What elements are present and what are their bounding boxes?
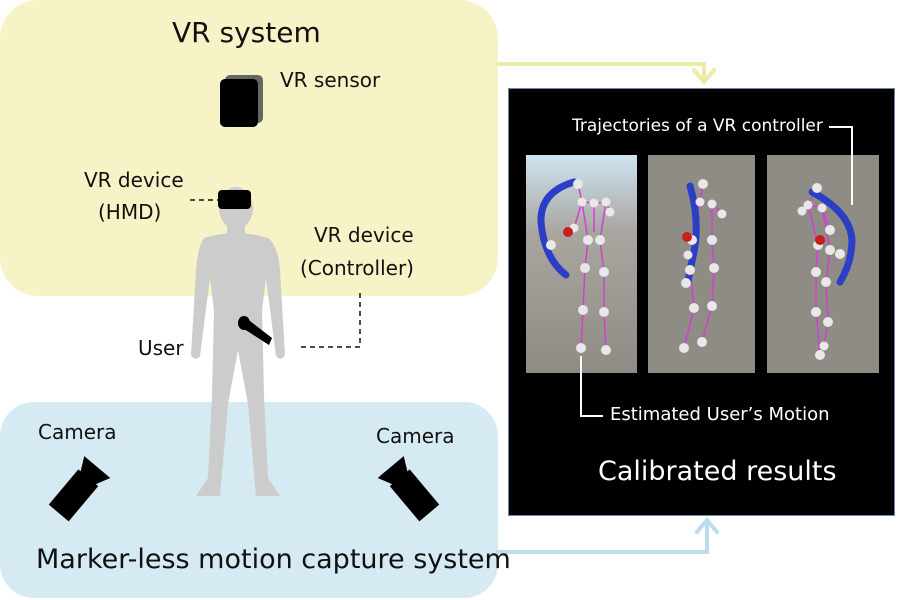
result-frame-1 xyxy=(526,155,637,373)
controller-label-line2: (Controller) xyxy=(300,256,414,280)
controller-device xyxy=(238,316,272,345)
hmd-label-line1: VR device xyxy=(84,168,184,192)
motion-label: Estimated User’s Motion xyxy=(610,404,830,425)
results-leaders xyxy=(580,126,853,417)
result-frame-2 xyxy=(648,155,755,373)
mocap-to-results-arrow xyxy=(496,516,719,554)
hmd-device xyxy=(218,190,251,209)
vr-system-title: VR system xyxy=(172,16,321,49)
result-frame-3 xyxy=(767,155,879,373)
camera-right-label: Camera xyxy=(376,424,455,448)
vr-sensor-label: VR sensor xyxy=(280,68,381,92)
trajectory-label: Trajectories of a VR controller xyxy=(572,116,823,136)
mocap-system-title: Marker-less motion capture system xyxy=(36,544,511,575)
camera-left-device xyxy=(48,456,111,522)
camera-right-device xyxy=(377,456,440,522)
vr-to-results-arrow xyxy=(496,62,716,86)
camera-left-label: Camera xyxy=(38,420,117,444)
hmd-label-line2: (HMD) xyxy=(98,200,162,224)
dashed-leaders xyxy=(190,199,361,348)
user-label: User xyxy=(138,336,184,360)
vr-sensor-device xyxy=(220,75,263,127)
calibrated-results-title: Calibrated results xyxy=(598,456,837,487)
controller-label-line1: VR device xyxy=(314,223,414,247)
